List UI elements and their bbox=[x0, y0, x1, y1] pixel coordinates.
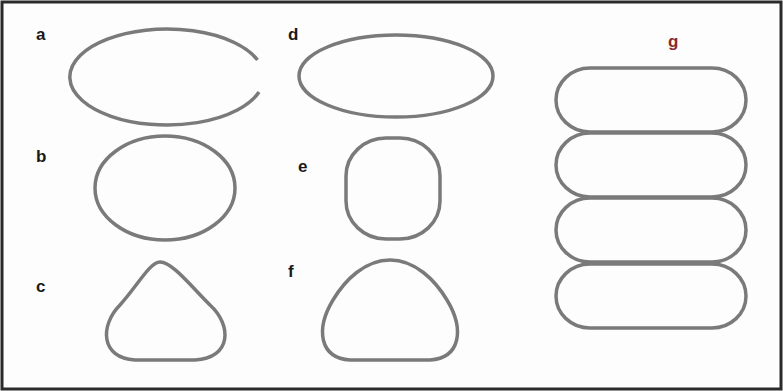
shape-letter: a bbox=[36, 26, 45, 43]
open-coccus-outline bbox=[70, 29, 259, 125]
shape-letter: e bbox=[298, 158, 307, 175]
shape-letter: c bbox=[36, 278, 45, 295]
shape-letter: g bbox=[668, 33, 678, 50]
rod-outline bbox=[346, 138, 440, 239]
coccus-outline bbox=[95, 136, 235, 240]
shape-letter: f bbox=[288, 263, 294, 280]
shape-letter: d bbox=[288, 26, 298, 43]
shape-letter: b bbox=[36, 148, 46, 165]
chain-rod-outline bbox=[556, 198, 746, 262]
chain-rod-outline bbox=[556, 264, 746, 328]
teardrop-outline bbox=[106, 262, 224, 360]
chain-rod-outline bbox=[556, 68, 746, 132]
chain-rod-outline bbox=[556, 133, 746, 197]
rounded-triangle-outline bbox=[323, 260, 458, 360]
oval-outline bbox=[299, 35, 493, 117]
